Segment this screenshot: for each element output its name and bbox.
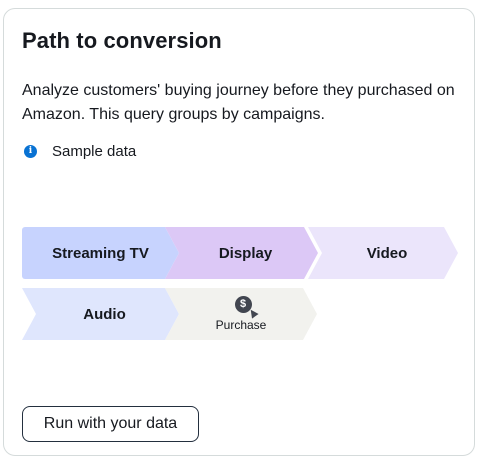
path-step-video: Video <box>308 227 458 279</box>
path-to-conversion-card: Path to conversion Analyze customers' bu… <box>3 8 475 456</box>
path-step-streaming-tv: Streaming TV <box>22 227 179 279</box>
path-step-purchase: $ Purchase <box>165 288 317 340</box>
purchase-dollar-icon: $ <box>235 296 252 313</box>
path-step-display: Display <box>165 227 318 279</box>
card-description: Analyze customers' buying journey before… <box>22 82 455 123</box>
path-step-label: Audio <box>83 305 126 323</box>
sample-data-note: i Sample data <box>22 141 136 161</box>
sample-data-label: Sample data <box>52 142 137 160</box>
path-step-label: Streaming TV <box>52 244 149 262</box>
path-step-audio: Audio <box>22 288 179 340</box>
path-step-label: Video <box>366 244 408 262</box>
path-step-label: Purchase <box>215 318 267 332</box>
path-step-label: Display <box>218 244 273 262</box>
card-title: Path to conversion <box>22 28 222 53</box>
run-with-your-data-button[interactable]: Run with your data <box>22 406 199 442</box>
info-icon: i <box>24 144 37 158</box>
